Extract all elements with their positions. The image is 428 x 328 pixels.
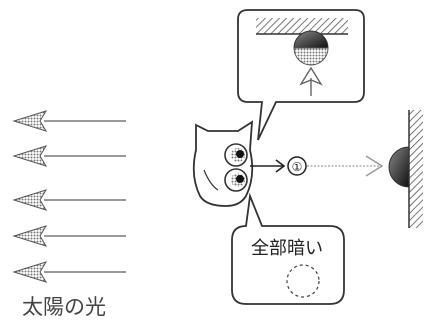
light-arrow-4 <box>12 225 126 247</box>
empty-circle-icon <box>286 264 320 298</box>
marker-1-label: ① <box>292 160 303 174</box>
hatched-wall-icon <box>256 18 348 34</box>
dark-ball-icon <box>388 146 410 188</box>
marker-1: ① <box>287 156 307 176</box>
light-arrow-2 <box>12 145 126 167</box>
bubble-bottom-text: 全部暗い <box>251 238 323 259</box>
speech-bubble-bottom <box>231 192 345 305</box>
hatched-wall-icon <box>409 110 423 228</box>
wall-ball-group <box>388 110 423 228</box>
half-moon-icon <box>293 30 329 66</box>
light-arrow-5 <box>12 261 126 283</box>
owl-icon <box>192 120 254 207</box>
marker-to-ball-arrow <box>307 155 384 177</box>
speech-bubble-top <box>237 9 365 141</box>
owl-to-marker-arrow <box>250 159 286 173</box>
up-arrow <box>299 66 323 96</box>
light-arrow-3 <box>12 189 126 211</box>
light-arrow-1 <box>12 110 126 132</box>
sunlight-arrows <box>12 110 126 283</box>
sunlight-label: 太陽の光 <box>22 295 106 319</box>
